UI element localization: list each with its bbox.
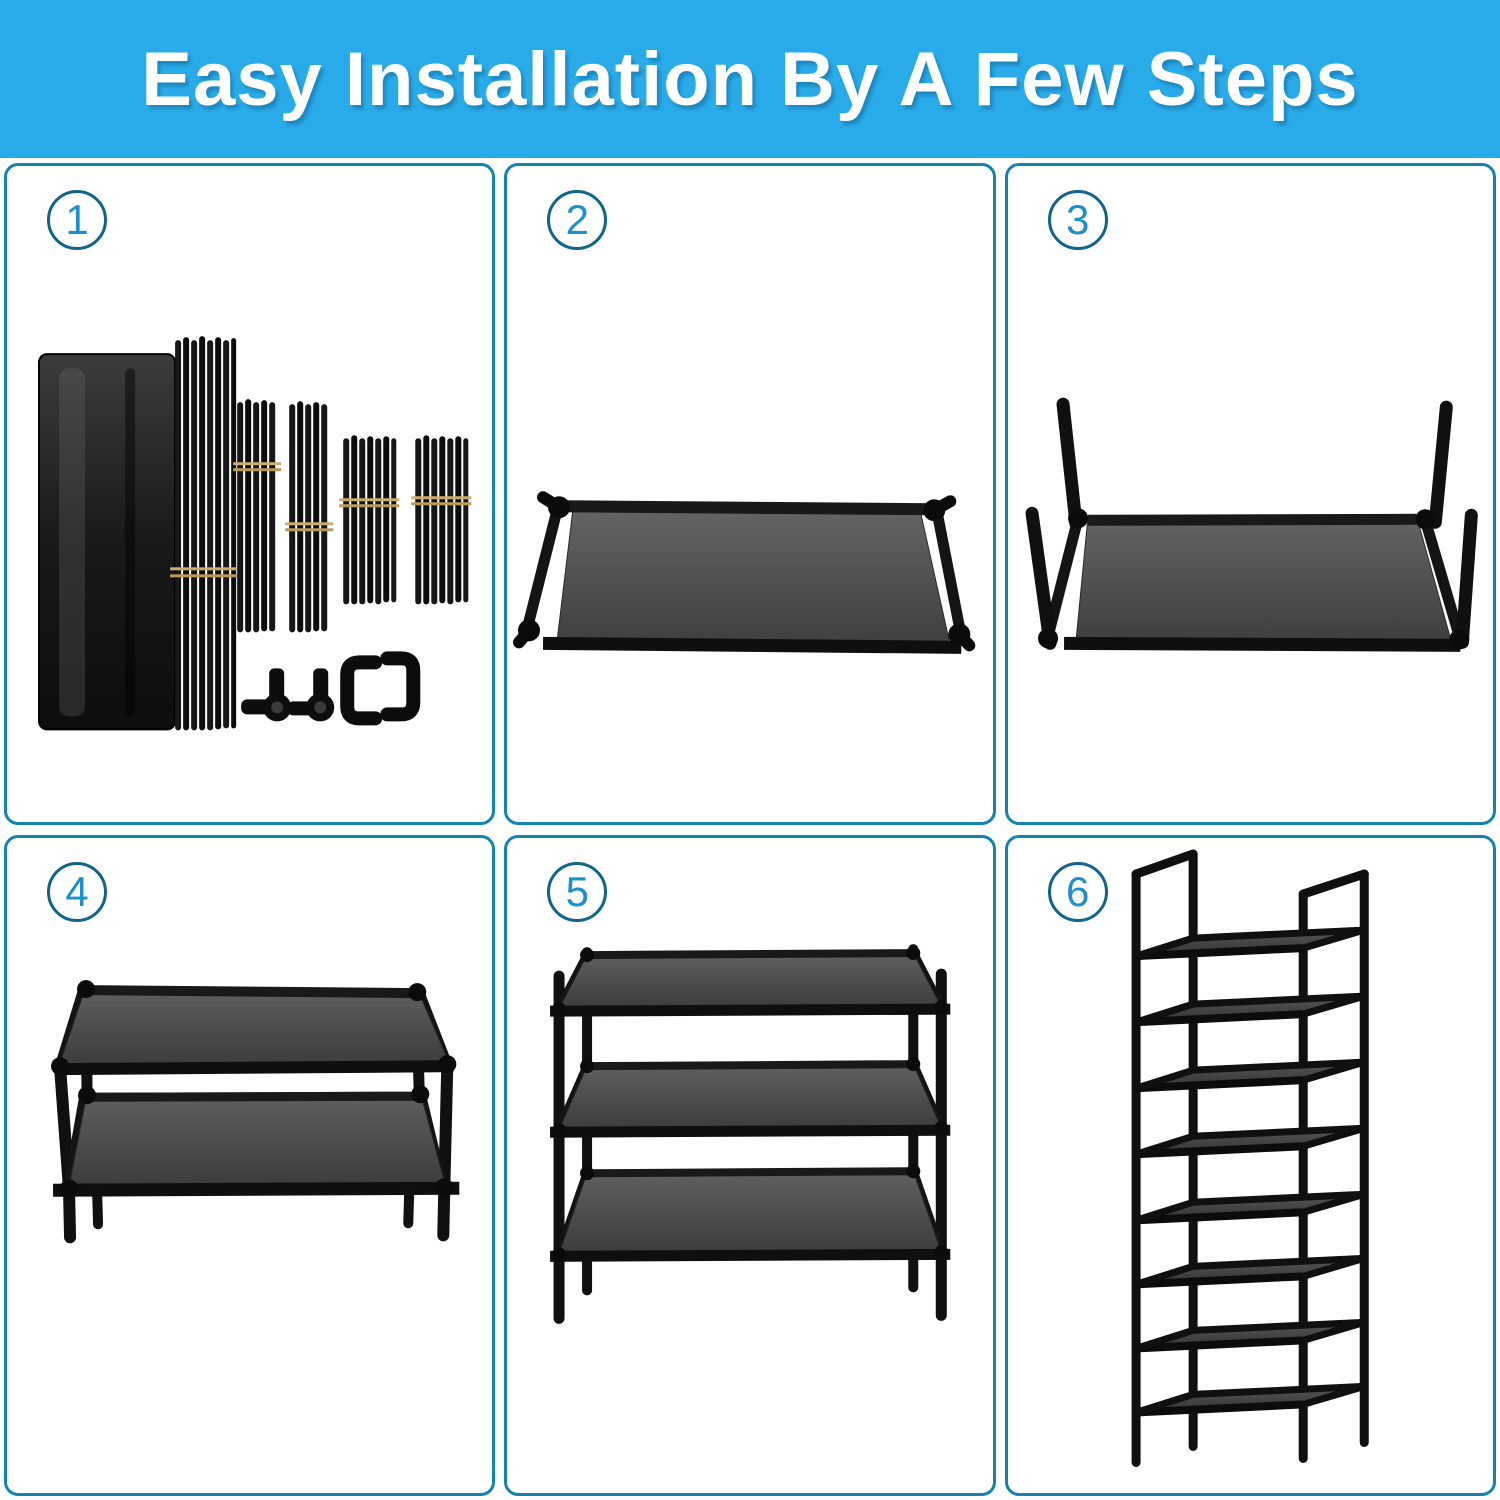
step-6-illustration	[1131, 849, 1369, 1467]
step-5-illustration	[550, 943, 951, 1324]
step-3-illustration	[1025, 397, 1478, 652]
step-panel-5: 5	[504, 834, 996, 1496]
step-panel-2: 2	[504, 163, 996, 825]
step-panel-4: 4	[4, 834, 496, 1496]
step-6-badge: 6	[1047, 861, 1108, 922]
step-1-illustration	[38, 336, 472, 731]
step-1-badge: 1	[47, 190, 107, 250]
step-5-badge: 5	[547, 861, 608, 922]
step-panel-6: 6	[1004, 834, 1496, 1496]
page-title: Easy Installation By A Few Steps	[141, 36, 1359, 122]
step-2-illustration	[513, 491, 976, 654]
step-panel-1: 1	[4, 163, 496, 825]
step-panel-3: 3	[1004, 163, 1496, 825]
step-2-badge: 2	[547, 190, 608, 250]
step-4-badge: 4	[47, 861, 107, 922]
step-4-illustration	[51, 979, 460, 1243]
title-banner: Easy Installation By A Few Steps	[0, 0, 1500, 158]
steps-grid: 1	[0, 158, 1500, 1500]
step-3-badge: 3	[1047, 190, 1108, 250]
